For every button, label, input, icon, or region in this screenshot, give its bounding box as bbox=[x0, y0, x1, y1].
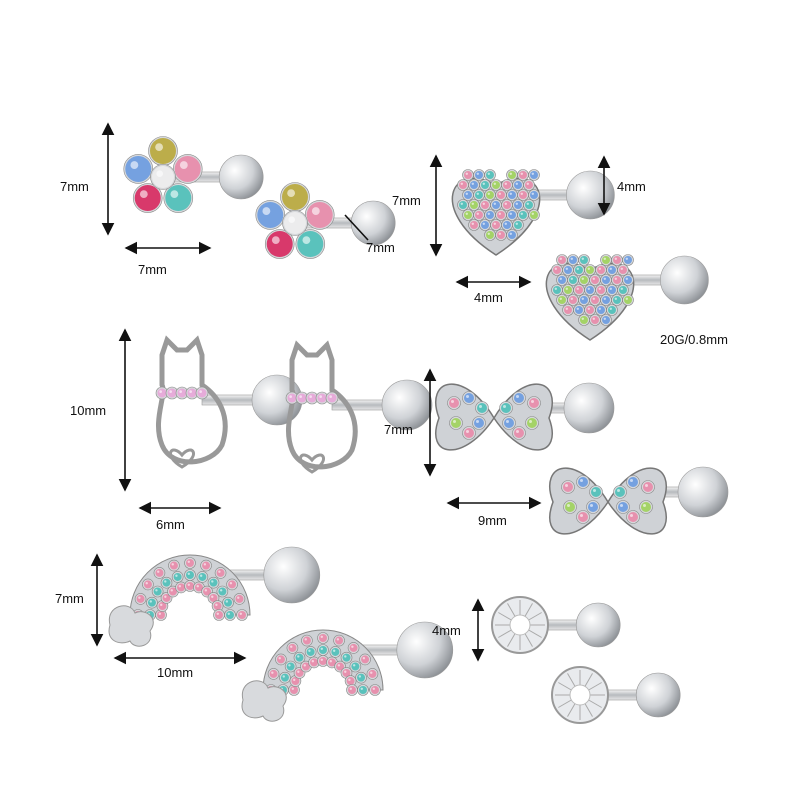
butterfly-width-label: 9mm bbox=[478, 513, 507, 528]
rainbow-height-label: 7mm bbox=[55, 591, 84, 606]
cat-height-label: 10mm bbox=[70, 403, 106, 418]
crystal-earring-1-back bbox=[539, 602, 621, 648]
gauge-label: 20G/0.8mm bbox=[660, 332, 728, 347]
flower-height-label: 7mm bbox=[60, 179, 89, 194]
rainbow-width-label: 10mm bbox=[157, 665, 193, 680]
crystal-earring-1 bbox=[491, 596, 549, 654]
flower-earring-2 bbox=[255, 182, 335, 259]
heart-ball-label: 4mm bbox=[617, 179, 646, 194]
flower-earring-1 bbox=[123, 136, 203, 213]
flower-bar-label-b: 7mm bbox=[366, 240, 395, 255]
heart-width-label: 4mm bbox=[474, 290, 503, 305]
flower-bar-label-a: 7mm bbox=[392, 193, 421, 208]
heart-earring-2 bbox=[545, 254, 635, 341]
rainbow-earring-2 bbox=[241, 629, 384, 722]
butterfly-earring-2 bbox=[549, 467, 667, 535]
crystal-earring-2-back bbox=[599, 672, 681, 718]
flower-width-label: 7mm bbox=[138, 262, 167, 277]
cat-earring-2 bbox=[285, 340, 358, 474]
butterfly-earring-1 bbox=[435, 383, 553, 451]
cat-earring-2-back bbox=[331, 379, 433, 431]
rainbow-earring-1-back bbox=[224, 546, 321, 604]
heart-earring-1 bbox=[451, 169, 541, 256]
cat-width-label: 6mm bbox=[156, 517, 185, 532]
rainbow-earring-1 bbox=[108, 554, 251, 647]
crystal-earring-2 bbox=[551, 666, 609, 724]
cat-earring-1 bbox=[155, 335, 228, 469]
butterfly-height-label: 7mm bbox=[384, 422, 413, 437]
crystal-size-label: 4mm bbox=[432, 623, 461, 638]
rainbow-earring-2-back bbox=[357, 621, 454, 679]
heart-earring-2-back bbox=[619, 255, 709, 305]
dimension-arrows bbox=[90, 122, 611, 665]
